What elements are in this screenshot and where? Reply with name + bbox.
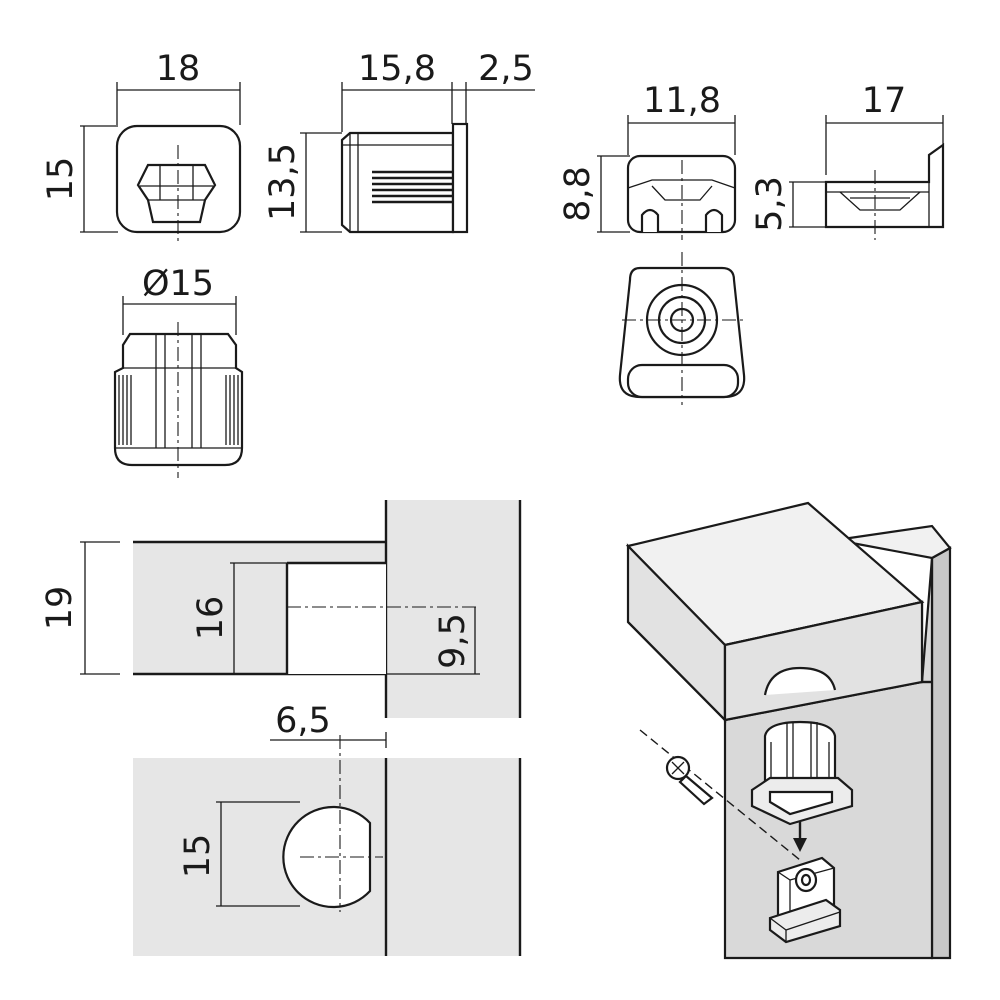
clip-side-view: 17 5,3 [750,81,945,240]
dim-bore-center-height: 9,5 [433,613,473,669]
dim-clip-front-height: 8,8 [558,166,598,222]
dim-bore-depth: 16 [191,596,231,641]
dim-housing-side-length: 15,8 [358,49,436,89]
assembly-view [625,501,952,960]
housing-front-view: 18 15 [41,49,242,245]
clip-bottom-view [618,252,746,405]
assembly-screw [639,729,801,861]
dim-bore-diameter: 15 [178,834,218,879]
housing-side-ribs [372,170,453,204]
dim-housing-front-width: 18 [156,49,201,89]
assembly-clip [768,856,842,944]
housing-sleeve-view: Ø15 [113,264,244,478]
dim-clip-front-width: 11,8 [643,81,721,121]
dim-housing-side-flange: 2,5 [478,49,534,89]
insertion-arrow [793,822,807,852]
housing-side-view: 15,8 2,5 13,5 [263,49,535,234]
dim-bore-edge-offset: 6,5 [275,701,331,741]
dim-housing-front-height: 15 [41,157,81,202]
assembly-housing [750,720,854,826]
dim-panel-thickness: 19 [40,586,80,631]
dim-clip-side-height: 5,3 [750,176,790,232]
dim-housing-side-height: 13,5 [263,143,303,221]
housing-sleeve-knurl [118,375,239,445]
dim-clip-side-length: 17 [862,81,907,121]
dim-housing-diameter: Ø15 [142,264,214,304]
panel-top-view: 6,5 15 [133,701,522,956]
panel-section-view: 19 16 9,5 [40,500,522,718]
clip-front-view: 11,8 8,8 [558,81,737,240]
